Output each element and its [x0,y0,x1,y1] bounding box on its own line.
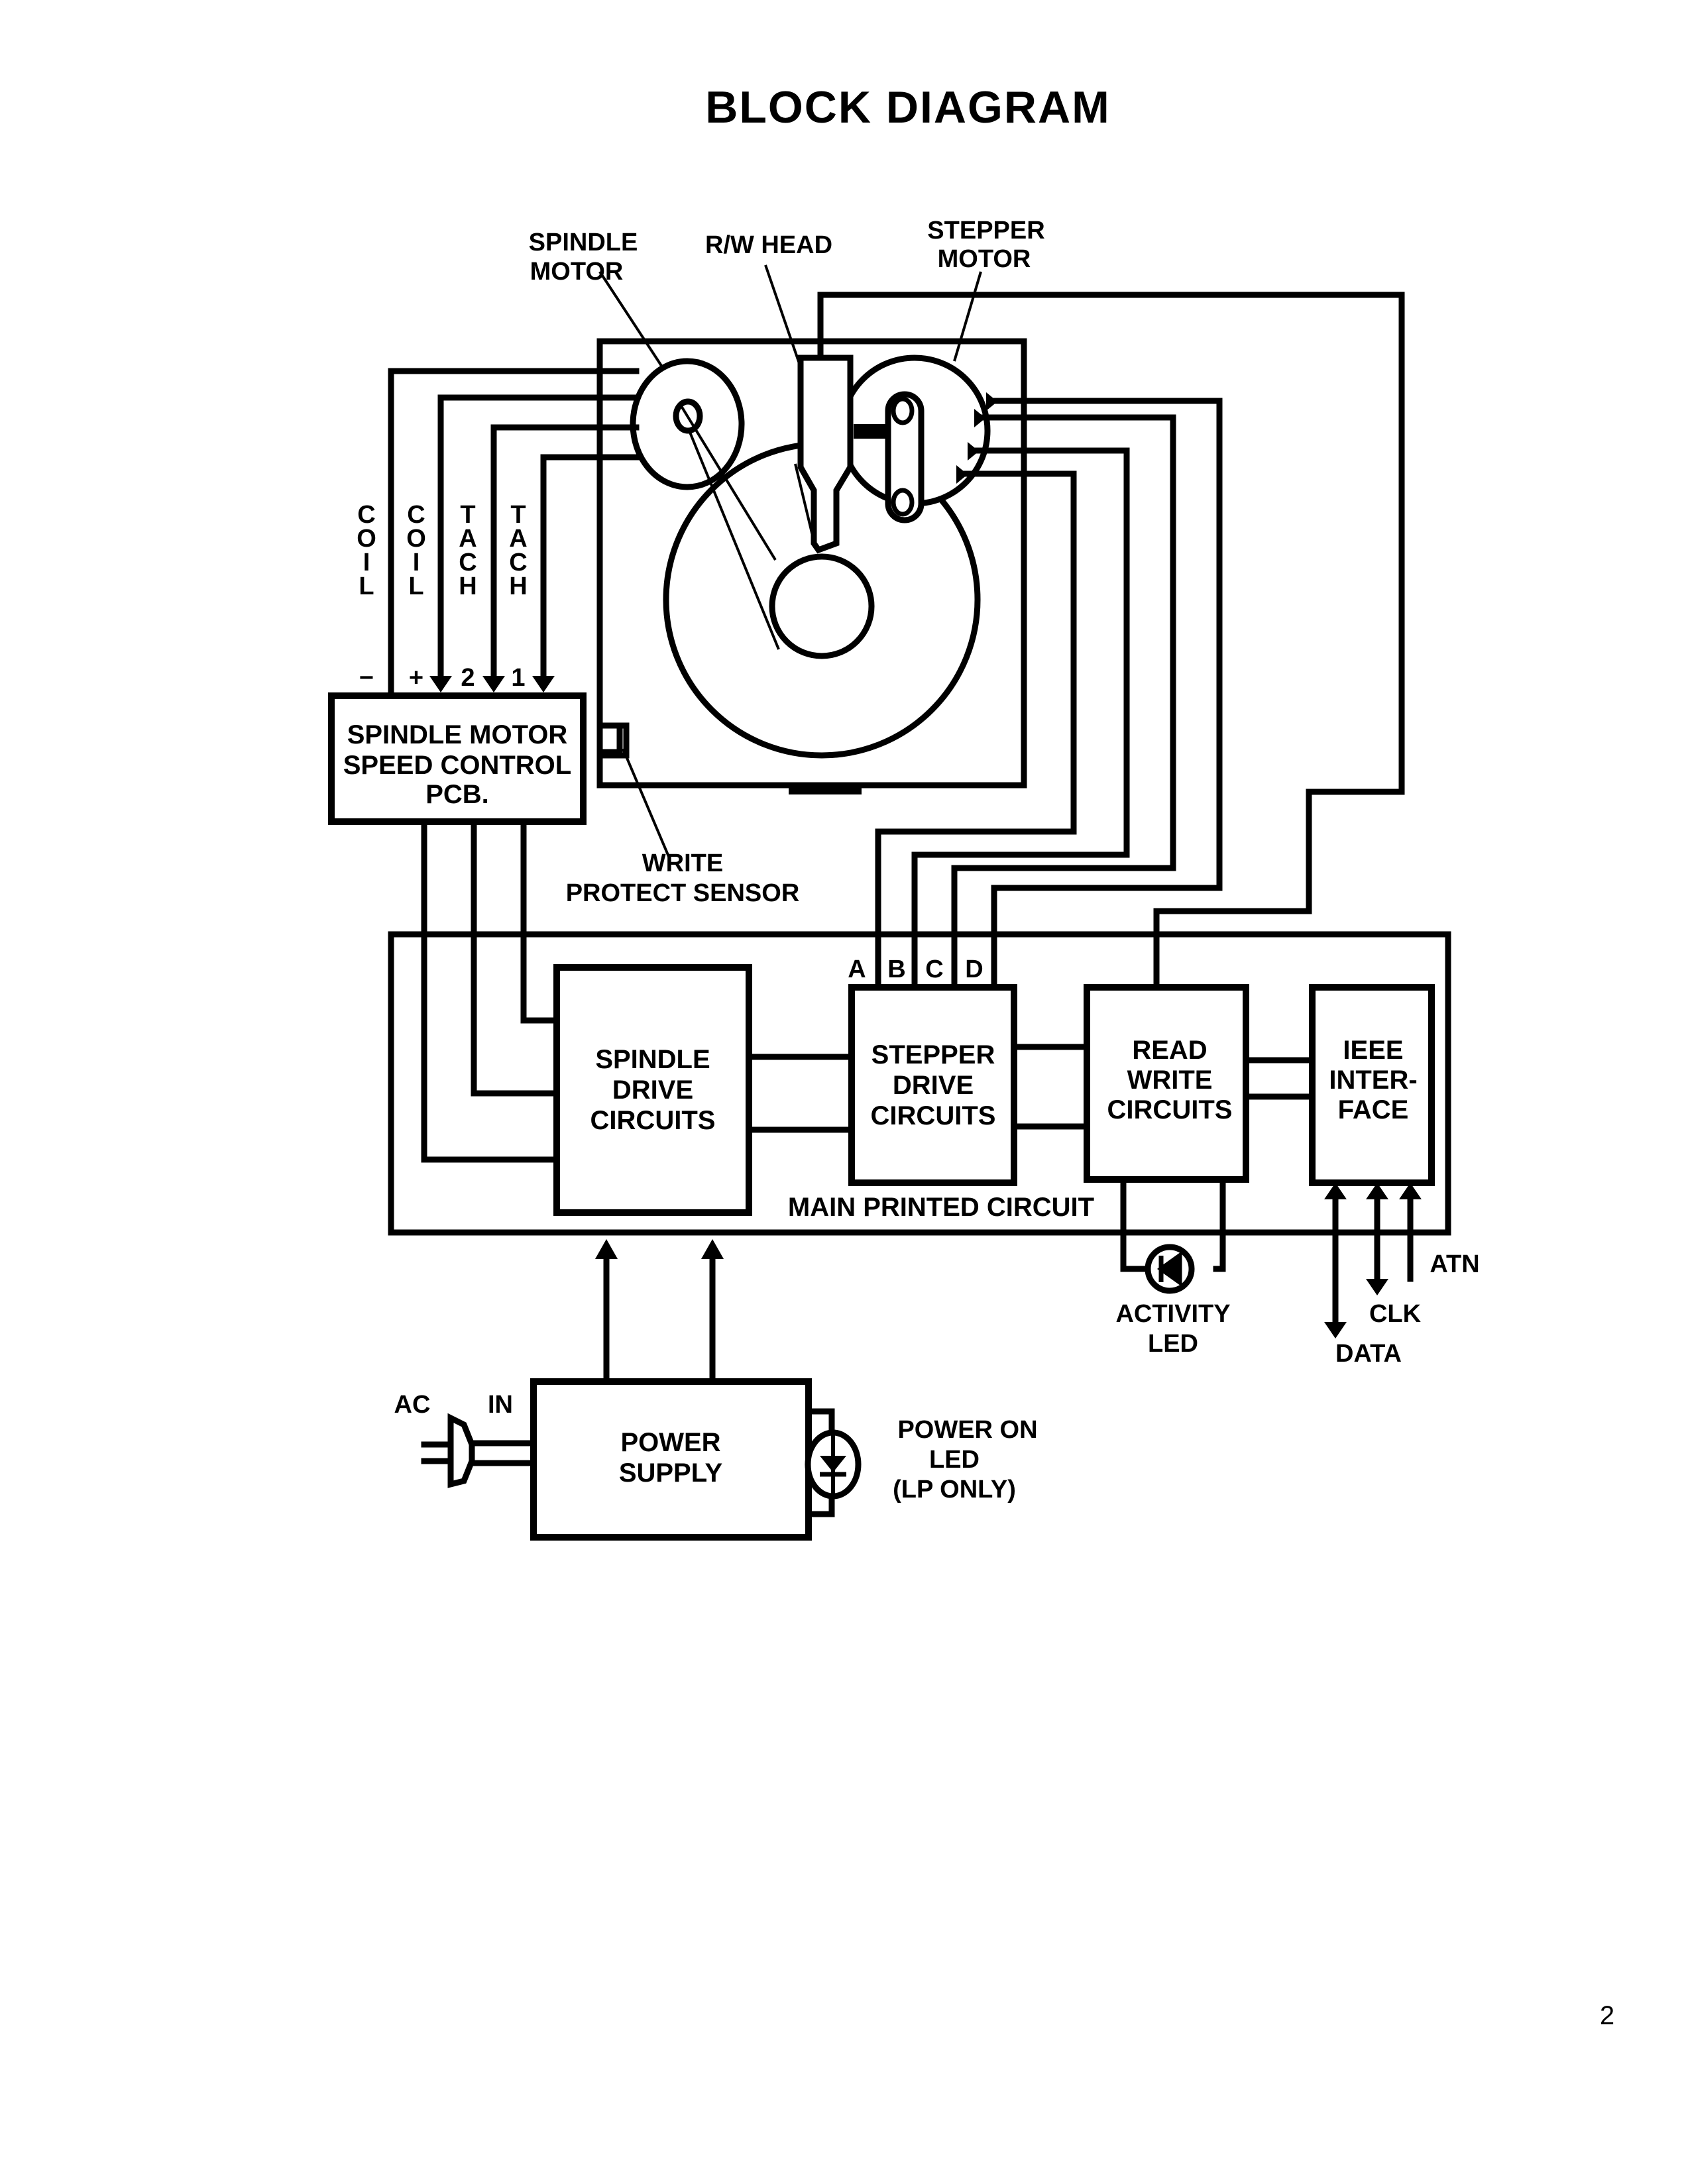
spindle-motor-label-2: MOTOR [530,258,624,286]
spindle-motor-leader [598,270,664,369]
svg-text:DRIVE: DRIVE [612,1075,693,1105]
clk-label: CLK [1369,1300,1422,1328]
in-label: IN [488,1391,513,1419]
spindle-motor-label-1: SPINDLE [529,229,638,256]
wire-label-coil-plus: COIL + [402,501,430,692]
svg-text:TACH: TACH [504,501,532,596]
stepper-motor-leader [953,271,982,362]
svg-text:PCB.: PCB. [425,780,489,809]
wire-label-tach1: TACH 1 [504,501,532,692]
stepper-phase-wires [875,392,1223,991]
rw-head-leader [764,264,803,372]
stepper-rw-link [1011,1044,1090,1130]
svg-text:TACH: TACH [454,501,482,596]
power-led-label-1: POWER ON [897,1416,1037,1444]
data-label: DATA [1335,1340,1402,1368]
stepper-drive-block: STEPPER DRIVE CIRCUITS [848,984,1017,1186]
main-printed-circuit-board [388,931,1451,1236]
spindle-stepper-link [746,1054,855,1133]
svg-text:DRIVE: DRIVE [893,1071,974,1100]
read-write-block: READ WRITE CIRCUITS [1084,984,1249,1183]
power-led-label-2: LED [929,1446,980,1474]
speed-control-pcb-block: SPINDLE MOTOR SPEED CONTROL PCB. [328,692,587,825]
svg-text:−: − [359,664,374,692]
stepper-motor-label-2: MOTOR [938,245,1031,273]
svg-text:IEEE: IEEE [1343,1036,1403,1065]
ac-label: AC [394,1391,431,1419]
rw-head [794,355,854,554]
rw-ieee-link [1243,1057,1316,1100]
spindle-motor [630,358,780,650]
drive-latch [789,785,862,794]
svg-text:POWER: POWER [620,1428,720,1457]
ieee-bus-signals [1324,1183,1422,1338]
write-protect-label-2: PROTECT SENSOR [566,879,800,907]
svg-text:SUPPLY: SUPPLY [619,1458,723,1488]
wire-label-tach2: TACH 2 [454,501,482,692]
spindle-wires [388,368,640,699]
power-supply-feeds [595,1239,724,1385]
svg-text:2: 2 [461,664,475,692]
pcb-to-spindle-drive-wires [421,818,560,1163]
rw-head-wire [817,292,1405,991]
svg-text:1: 1 [511,664,525,692]
svg-text:STEPPER: STEPPER [871,1040,995,1069]
wire-label-coil-minus: COIL − [353,501,380,692]
page-title: BLOCK DIAGRAM [705,82,1111,133]
spindle-drive-block: SPINDLE DRIVE CIRCUITS [553,964,752,1216]
svg-text:WRITE: WRITE [1127,1065,1213,1095]
svg-text:COIL: COIL [402,501,430,596]
phase-label-a: A [848,956,866,983]
svg-text:COIL: COIL [353,501,380,596]
svg-text:CIRCUITS: CIRCUITS [1107,1095,1233,1124]
ac-plug-icon [421,1413,537,1488]
svg-text:INTER-: INTER- [1329,1065,1417,1095]
rw-head-label: R/W HEAD [705,231,832,259]
svg-text:CIRCUITS: CIRCUITS [590,1106,716,1135]
activity-led [1120,1176,1226,1294]
drive-chassis [596,338,1027,794]
svg-text:SPINDLE MOTOR: SPINDLE MOTOR [347,720,568,749]
main-board-label: MAIN PRINTED CIRCUIT [788,1193,1094,1222]
stepper-motor-label-1: STEPPER [927,217,1044,245]
svg-text:READ: READ [1132,1036,1207,1065]
page-number: 2 [1600,2001,1614,2030]
phase-label-d: D [965,956,983,983]
write-protect-label-1: WRITE [642,849,723,877]
svg-text:FACE: FACE [1338,1095,1409,1124]
atn-label: ATN [1430,1250,1479,1278]
svg-text:SPINDLE: SPINDLE [595,1045,710,1074]
activity-led-label-2: LED [1148,1330,1198,1358]
write-protect-leader [622,748,671,859]
svg-text:SPEED CONTROL: SPEED CONTROL [343,751,571,780]
power-on-led [805,1408,862,1517]
disk-hub [769,553,875,659]
svg-text:+: + [409,664,423,692]
svg-text:CIRCUITS: CIRCUITS [871,1101,996,1130]
power-led-label-3: (LP ONLY) [893,1476,1016,1503]
phase-label-c: C [925,956,943,983]
phase-label-b: B [887,956,905,983]
activity-led-label-1: ACTIVITY [1115,1300,1230,1328]
power-supply-block: POWER SUPPLY [530,1378,812,1541]
ieee-interface-block: IEEE INTER- FACE [1309,984,1435,1186]
